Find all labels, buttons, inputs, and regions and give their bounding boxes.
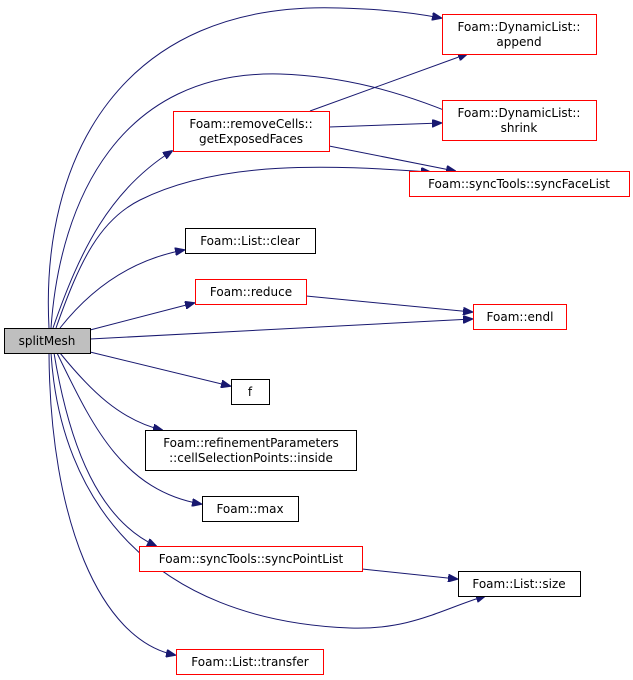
edge-getexposedfaces-shrink xyxy=(328,123,441,128)
edge-splitmesh-syncpointlist xyxy=(53,352,156,546)
node-synctools-syncpointlist[interactable]: Foam::syncTools::syncPointList xyxy=(139,546,363,572)
edge-splitmesh-append xyxy=(47,7,441,329)
node-removecells-getexposedfaces[interactable]: Foam::removeCells:: getExposedFaces xyxy=(173,111,330,152)
edge-splitmesh-endl xyxy=(89,319,472,340)
edge-splitmesh-size xyxy=(50,352,485,629)
node-dynamiclist-shrink[interactable]: Foam::DynamicList:: shrink xyxy=(442,100,597,141)
edge-splitmesh-f xyxy=(89,351,230,386)
node-label: Foam::DynamicList:: xyxy=(458,20,581,34)
node-label: Foam::syncTools::syncPointList xyxy=(159,552,344,566)
node-label: Foam::refinementParameters xyxy=(163,436,339,450)
node-label: Foam::DynamicList:: xyxy=(458,106,581,120)
node-label: ::cellSelectionPoints::inside xyxy=(169,451,333,465)
edge-splitmesh-clear xyxy=(59,250,184,329)
edge-reduce-endl xyxy=(305,295,472,312)
edge-splitmesh-syncfacelist xyxy=(55,166,430,329)
node-f[interactable]: f xyxy=(231,379,270,405)
node-label: Foam::List::clear xyxy=(200,234,300,248)
edge-syncpointlist-size xyxy=(361,568,457,579)
node-max[interactable]: Foam::max xyxy=(202,496,299,522)
node-endl[interactable]: Foam::endl xyxy=(473,304,567,330)
node-label: Foam::removeCells:: xyxy=(189,117,312,131)
edge-splitmesh-reduce xyxy=(89,303,194,331)
edge-splitmesh-getexposedfaces xyxy=(52,151,172,329)
node-label: append xyxy=(496,35,541,49)
node-label: Foam::endl xyxy=(487,310,554,324)
node-label: Foam::List::transfer xyxy=(191,655,308,669)
edge-splitmesh-transfer xyxy=(48,352,175,655)
node-label: getExposedFaces xyxy=(199,132,303,146)
edge-splitmesh-inside xyxy=(59,352,162,430)
node-splitmesh[interactable]: splitMesh xyxy=(4,328,91,354)
edge-splitmesh-shrink xyxy=(50,73,470,329)
node-label: Foam::max xyxy=(216,502,283,516)
edge-getexposedfaces-syncfacelist xyxy=(328,145,455,171)
node-dynamiclist-append[interactable]: Foam::DynamicList:: append xyxy=(442,14,597,55)
node-label: f xyxy=(248,385,253,399)
node-label: shrink xyxy=(501,121,538,135)
edges xyxy=(47,7,485,655)
node-label: Foam::reduce xyxy=(210,285,292,299)
node-synctools-syncfacelist[interactable]: Foam::syncTools::syncFaceList xyxy=(409,171,630,197)
node-list-clear[interactable]: Foam::List::clear xyxy=(185,228,316,254)
node-list-size[interactable]: Foam::List::size xyxy=(458,571,581,597)
node-label: Foam::List::size xyxy=(472,577,565,591)
edge-getexposedfaces-append xyxy=(309,54,467,112)
node-reduce[interactable]: Foam::reduce xyxy=(195,279,307,305)
node-label: splitMesh xyxy=(19,334,76,348)
node-label: Foam::syncTools::syncFaceList xyxy=(428,177,610,191)
node-cellselectionpoints-inside[interactable]: Foam::refinementParameters ::cellSelecti… xyxy=(145,430,357,471)
node-list-transfer[interactable]: Foam::List::transfer xyxy=(176,649,324,675)
edge-splitmesh-max xyxy=(56,352,201,504)
